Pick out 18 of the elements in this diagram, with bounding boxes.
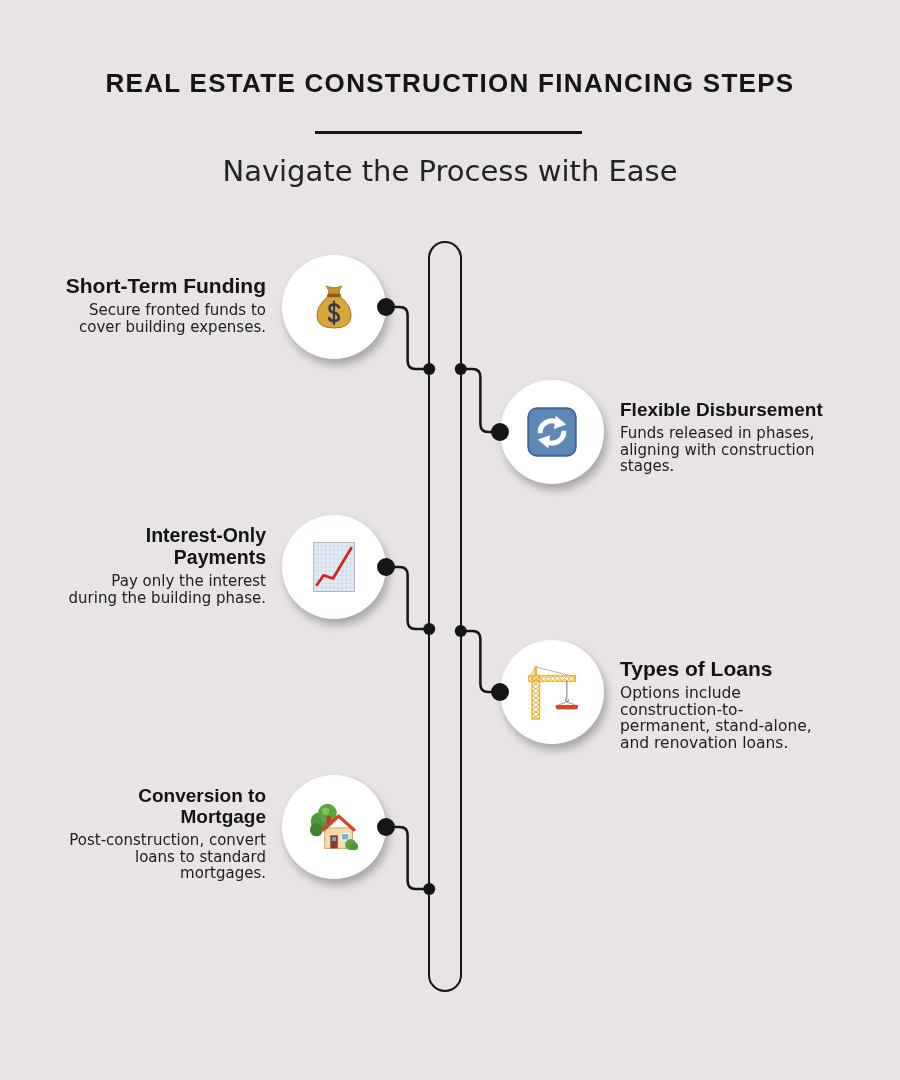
- step-description: Funds released in phases, aligning with construction stages.: [620, 425, 816, 475]
- step-description: Post-construction, convert loans to standard mortgages.: [68, 832, 266, 882]
- connector-line: [377, 558, 436, 635]
- connector-line: [377, 818, 436, 895]
- connector-line: [454, 625, 509, 701]
- connector-line: [454, 363, 509, 441]
- step-description: Options include construction-to-permanent, stand-alone, and renovation loans.: [620, 685, 813, 751]
- step-heading: Interest-Only Payments: [144, 525, 266, 568]
- timeline-track: [428, 241, 462, 992]
- step-heading: Short-Term Funding: [65, 274, 266, 297]
- connector-line: [377, 298, 436, 375]
- step-heading: Types of Loans: [620, 657, 773, 680]
- step-heading: Conversion to Mortgage: [137, 785, 266, 827]
- step-description: Secure fronted funds to cover building expenses.: [77, 302, 266, 335]
- title: REAL ESTATE CONSTRUCTION FINANCING STEPS: [104, 68, 796, 98]
- step-description: Pay only the interest during the building phase.: [67, 573, 266, 606]
- step-heading: Flexible Disbursement: [620, 399, 823, 420]
- subtitle: Navigate the Process with Ease: [221, 153, 679, 189]
